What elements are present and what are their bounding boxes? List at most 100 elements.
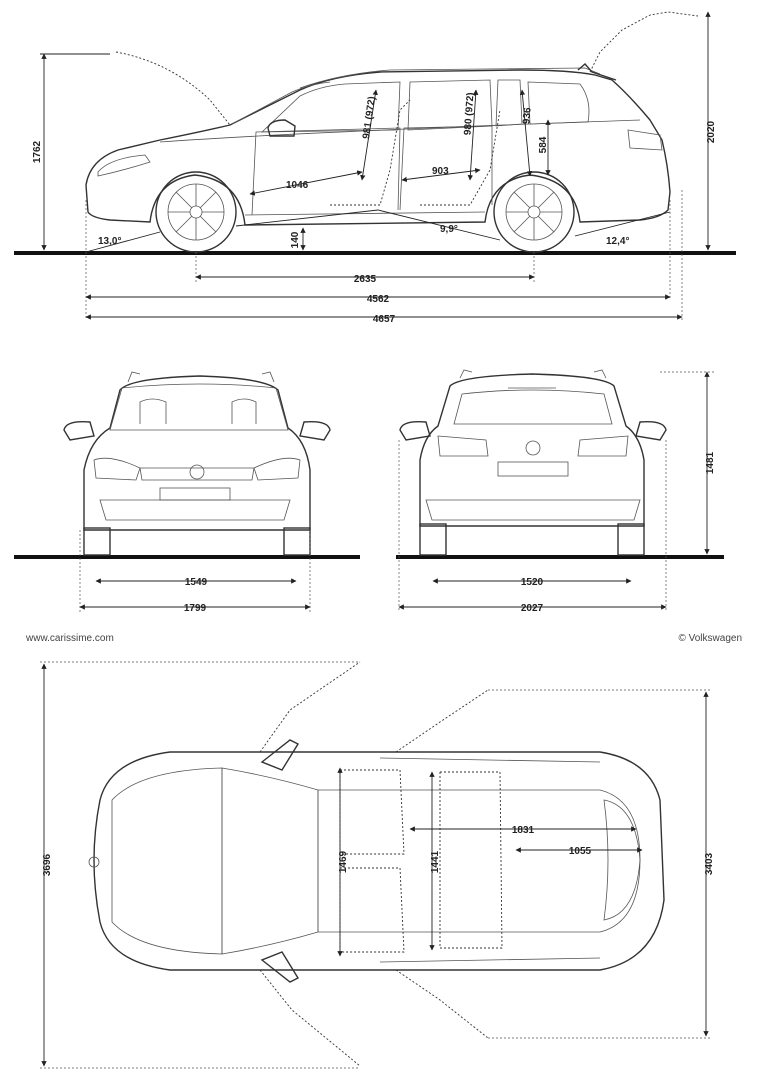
front-lower-intake — [99, 499, 291, 521]
rear-right-mirror — [635, 420, 667, 441]
side-overall-height-text: 2020 — [706, 120, 717, 143]
side-belt-line — [159, 119, 641, 143]
interior-width-rear-text: 1441 — [430, 850, 441, 873]
side-rear-side-window — [527, 81, 590, 125]
cargo-height-text: 936 — [521, 107, 533, 125]
top-left-mirror — [260, 739, 299, 771]
front-plate — [159, 487, 231, 501]
front-left-headlamp — [93, 457, 141, 481]
front-windshield — [109, 383, 289, 431]
rear-headroom-line — [467, 89, 479, 181]
front-width-text: 1799 — [184, 603, 207, 614]
departure-angle-text: 12,4° — [606, 236, 629, 247]
front-seats — [139, 398, 257, 424]
top-front-door-sweep-lower — [259, 969, 361, 1067]
side-rear-window — [407, 79, 493, 131]
side-rear-wheel — [493, 171, 575, 253]
website-credit: www.carissime.com — [25, 633, 114, 644]
rear-legroom-line — [401, 167, 481, 183]
wheelbase-text: 2635 — [354, 274, 377, 285]
front-right-tyre — [283, 527, 311, 556]
rear-width-text: 2027 — [521, 603, 544, 614]
front-legroom-line — [249, 170, 363, 196]
front-view: 1549 1799 — [14, 371, 360, 614]
cargo-length-text: 1055 — [569, 846, 592, 857]
rear-left-tyre — [419, 523, 447, 556]
side-roof-rail — [299, 67, 601, 89]
front-roof-rails — [127, 371, 275, 383]
front-right-headlamp — [253, 457, 301, 481]
side-front-door — [251, 127, 401, 216]
top-roof-rail-lower — [379, 957, 601, 963]
top-front-seats — [339, 769, 405, 953]
approach-angle-line — [85, 231, 161, 253]
top-width-text: 3403 — [704, 852, 715, 875]
rear-legroom-text: 903 — [432, 166, 449, 177]
copyright-credit: © Volkswagen — [678, 633, 742, 644]
vw-logo-rear-icon — [525, 440, 541, 456]
interior-width-front-text: 1469 — [338, 850, 349, 873]
vw-logo-top-icon — [88, 856, 100, 868]
side-car-body — [85, 69, 671, 226]
rear-right-tyre — [617, 523, 645, 556]
top-view: 3696 3403 1831 1055 1469 1441 — [40, 661, 715, 1069]
vw-logo-front-icon — [189, 464, 205, 480]
top-front-door-sweep-upper — [259, 661, 361, 753]
departure-angle-line — [574, 211, 671, 237]
overall-length-text: 4657 — [373, 314, 396, 325]
top-length-text: 3696 — [42, 853, 53, 876]
side-taillamp — [627, 129, 663, 151]
side-sill-line — [244, 211, 486, 216]
front-grille — [139, 467, 255, 481]
top-car-body — [93, 751, 665, 971]
cargo-height-line — [519, 89, 533, 177]
front-left-tyre — [83, 527, 111, 556]
front-headroom-text: 981 (972) — [361, 96, 378, 140]
rear-opening-text: 584 — [538, 136, 549, 153]
ground-clearance-text: 140 — [290, 231, 301, 248]
rear-left-lamp — [437, 435, 489, 457]
side-front-seat — [330, 99, 411, 206]
rear-right-lamp — [577, 435, 629, 457]
rear-height-text: 1481 — [705, 451, 716, 474]
side-bonnet-sweep — [115, 51, 231, 126]
ramp-angle-line — [235, 209, 501, 241]
rear-window — [453, 389, 613, 425]
rear-headroom-text: 980 (972) — [463, 92, 477, 135]
side-headlamp — [97, 154, 151, 177]
rear-car-body — [419, 373, 645, 527]
top-roof-rail-upper — [379, 757, 601, 763]
top-windshield — [221, 767, 319, 955]
top-rear-door-sweep-lower — [395, 969, 489, 1039]
side-view: 1762 2020 140 13,0° 9,9° 12,4° 981 (972)… — [14, 11, 736, 325]
rear-view: 1481 1520 2027 — [396, 369, 724, 614]
front-headroom-line — [360, 89, 378, 181]
approach-angle-text: 13,0° — [98, 236, 121, 247]
side-quarter-window — [495, 79, 523, 127]
front-legroom-text: 1046 — [286, 180, 309, 191]
side-windshield — [231, 81, 331, 125]
front-left-mirror — [63, 420, 95, 441]
side-spoiler — [577, 63, 617, 81]
rear-plate — [497, 461, 569, 477]
side-front-window — [260, 81, 401, 133]
top-roof — [317, 789, 641, 933]
ramp-angle-text: 9,9° — [440, 224, 458, 235]
rear-left-mirror — [399, 420, 431, 441]
top-bonnet — [111, 767, 223, 955]
front-right-mirror — [299, 420, 331, 441]
side-height-text: 1762 — [32, 140, 43, 163]
side-rear-seat — [420, 109, 501, 206]
top-right-mirror — [260, 951, 299, 983]
rear-bumper — [425, 499, 641, 521]
front-track-text: 1549 — [185, 577, 208, 588]
top-rear-door-sweep-upper — [395, 689, 489, 753]
rear-roof-rails — [459, 369, 607, 379]
side-front-wheel — [155, 171, 237, 253]
side-open-tailgate — [589, 11, 699, 73]
cabin-length-text: 1831 — [512, 825, 535, 836]
front-car-body — [83, 375, 311, 531]
side-mirror — [267, 119, 296, 137]
top-rear-bench — [439, 771, 503, 949]
